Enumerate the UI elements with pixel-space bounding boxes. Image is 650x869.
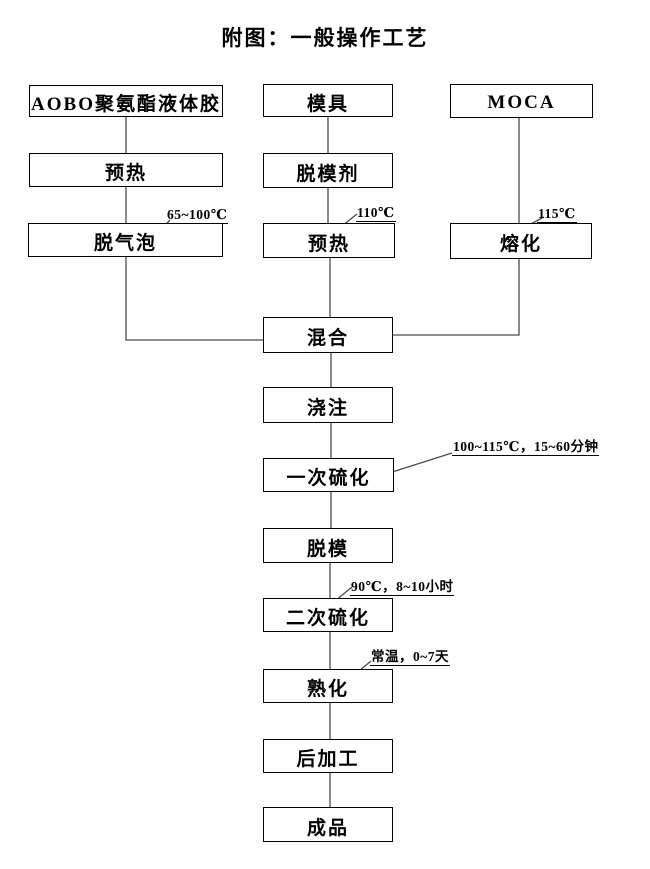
leader-firstcure-cond	[388, 452, 453, 474]
node-pour: 浇注	[263, 387, 393, 423]
node-preheat-1: 预热	[29, 153, 223, 187]
node-post-process: 后加工	[263, 739, 393, 773]
node-first-cure: 一次硫化	[263, 458, 394, 492]
annotation-first-cure-condition: 100~115℃，15~60分钟	[452, 439, 600, 457]
node-mold: 模具	[263, 84, 393, 117]
node-moca: MOCA	[450, 84, 593, 118]
node-finished-product: 成品	[263, 807, 393, 842]
annotation-melt-temp: 115℃	[537, 206, 577, 224]
node-second-cure: 二次硫化	[263, 598, 393, 632]
annotation-degas-temp: 65~100℃	[166, 207, 229, 225]
node-demold: 脱模	[263, 528, 393, 563]
connector-melt-mix	[393, 259, 520, 336]
node-release-agent: 脱模剂	[263, 153, 393, 188]
node-aobo-polyurethane: AOBO聚氨酯液体胶	[29, 85, 223, 117]
connector-degas-mix	[125, 257, 263, 341]
annotation-aging-condition: 常温，0~7天	[370, 649, 451, 667]
node-mix: 混合	[263, 317, 393, 353]
node-degas: 脱气泡	[28, 223, 223, 257]
page-title: 附图：一般操作工艺	[221, 26, 429, 50]
node-preheat-2: 预热	[263, 223, 395, 258]
annotation-second-cure-condition: 90℃，8~10小时	[350, 579, 455, 597]
node-aging: 熟化	[263, 669, 393, 703]
annotation-preheat2-temp: 110℃	[356, 205, 396, 223]
node-melt: 熔化	[450, 223, 592, 259]
